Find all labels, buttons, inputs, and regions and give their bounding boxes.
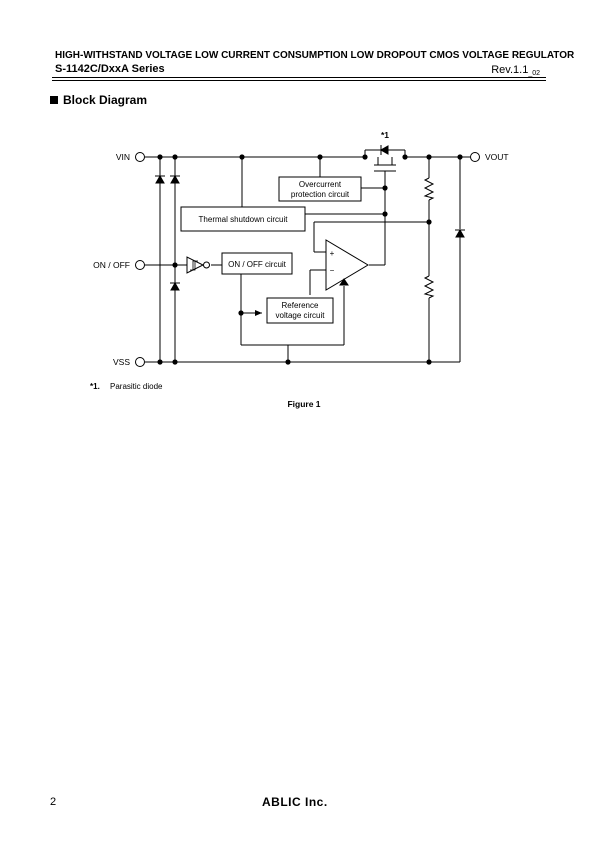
junction-dots: [157, 154, 463, 365]
overcurrent-label-line2: protection circuit: [291, 190, 350, 199]
section-title: Block Diagram: [63, 93, 148, 107]
reference-label-line1: Reference: [282, 301, 319, 310]
section-heading: Block Diagram: [50, 93, 147, 107]
thermal-shutdown-label: Thermal shutdown circuit: [199, 215, 289, 224]
figure-caption: Figure 1: [287, 399, 320, 409]
on-off-terminal-icon: [135, 260, 145, 270]
schmitt-inverter-icon: [186, 256, 210, 274]
overcurrent-label-line1: Overcurrent: [299, 180, 342, 189]
thermal-shutdown-block: [180, 206, 306, 232]
vout-terminal-icon: [470, 152, 480, 162]
circuit-blocks: [180, 176, 362, 324]
footnote-mark: *1.: [90, 382, 100, 391]
on-off-circuit-block: [221, 252, 293, 275]
overcurrent-protection-block: [278, 176, 362, 202]
resistor-icons: [423, 177, 435, 299]
parasitic-diode-mark: *1: [381, 130, 389, 140]
diode-icons: [155, 145, 465, 291]
pin-terminals: [135, 152, 480, 367]
series-name: S-1142C/DxxA Series: [55, 63, 165, 75]
header-rule-bottom: [52, 80, 546, 81]
square-bullet-icon: [50, 96, 58, 104]
reference-label-line2: voltage circuit: [276, 311, 326, 320]
company-logo: ABLIC Inc.: [262, 795, 328, 809]
on-off-label: ON / OFF: [93, 260, 130, 270]
on-off-circuit-label: ON / OFF circuit: [228, 260, 287, 269]
vout-label: VOUT: [485, 152, 509, 162]
error-amplifier-icon: [325, 239, 369, 291]
revision-sub: _02: [528, 70, 540, 77]
amp-minus-label: −: [330, 266, 335, 275]
page-number: 2: [50, 796, 57, 808]
vss-label: VSS: [113, 357, 130, 367]
revision-label: Rev.1.1_02: [491, 64, 540, 77]
vin-label: VIN: [116, 152, 130, 162]
header-rule-top: [52, 77, 546, 78]
document-header-title: HIGH-WITHSTAND VOLTAGE LOW CURRENT CONSU…: [55, 50, 575, 61]
revision-main: Rev.1.1: [491, 64, 529, 76]
reference-voltage-block: [266, 297, 334, 324]
arrow-icon: [255, 310, 262, 316]
vss-terminal-icon: [135, 357, 145, 367]
amp-plus-label: +: [330, 249, 335, 258]
vin-terminal-icon: [135, 152, 145, 162]
footnote-text: Parasitic diode: [110, 382, 163, 391]
